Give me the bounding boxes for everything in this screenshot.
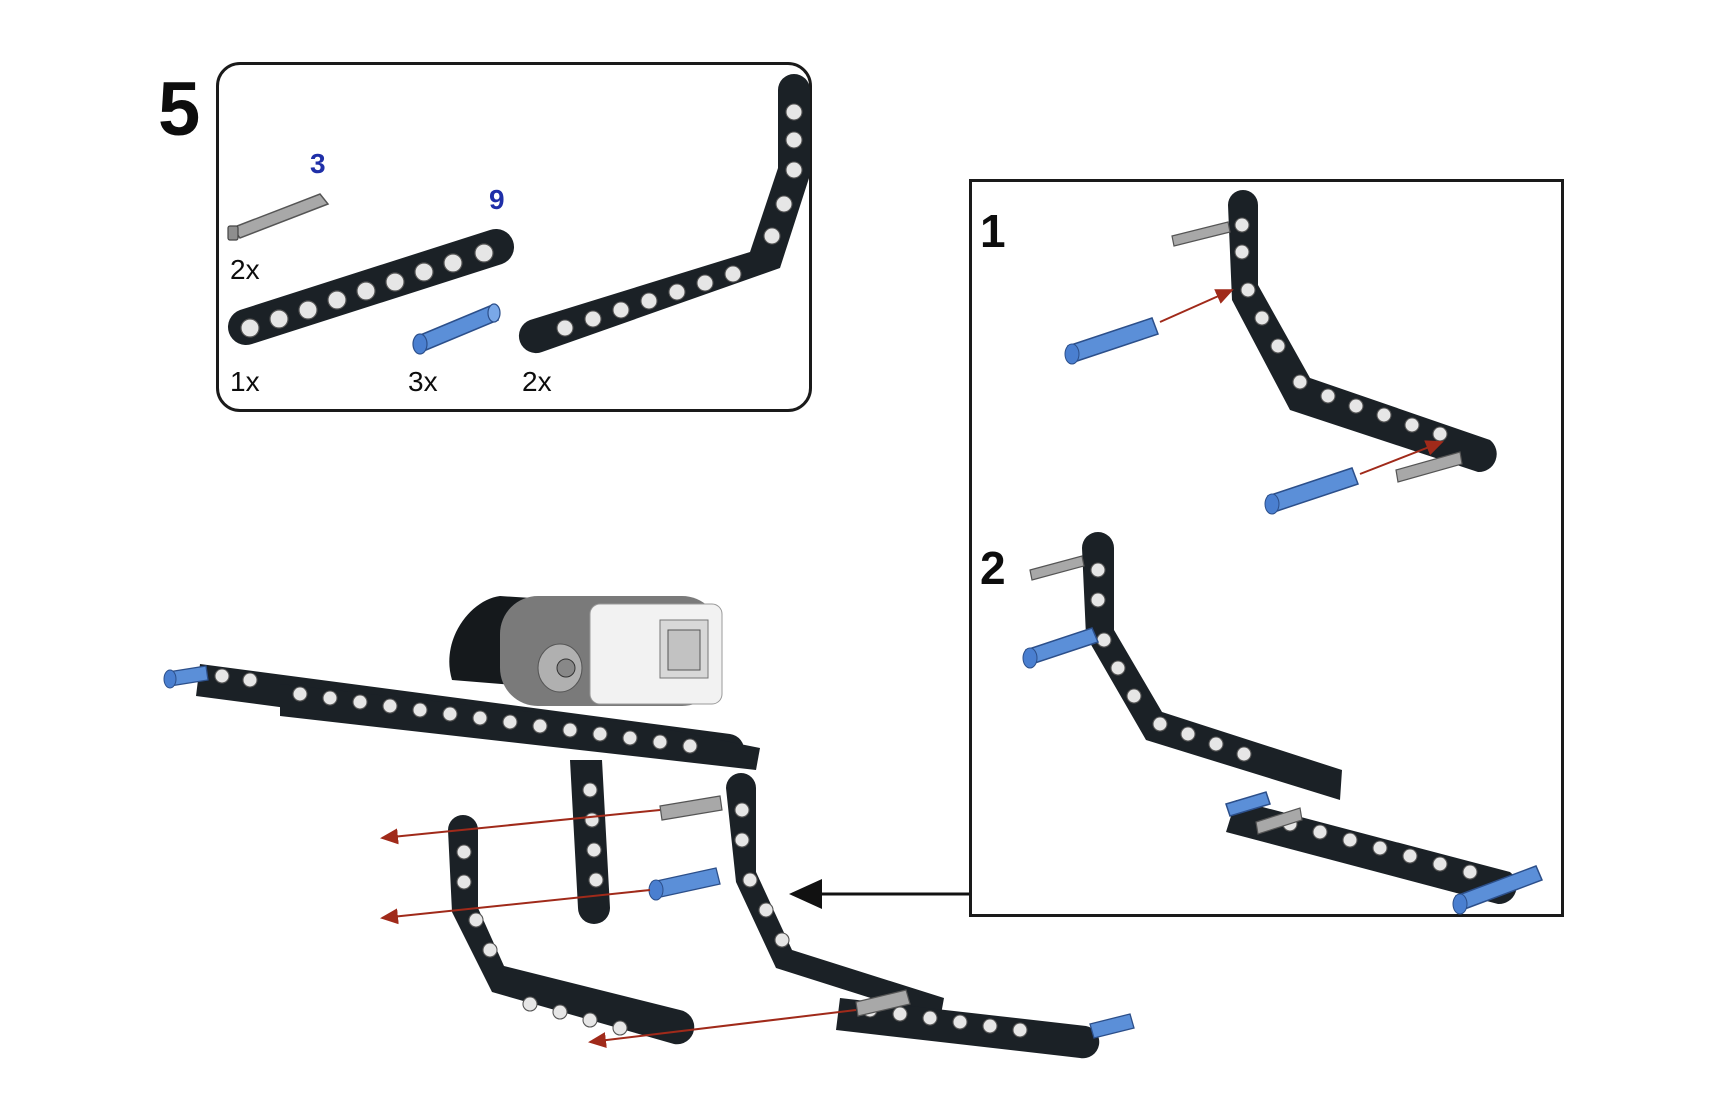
beam-size-label: 9 <box>489 184 505 215</box>
substep-callout-box <box>969 179 1564 917</box>
angled-beam-quantity: 2x <box>522 366 552 397</box>
substep-2-number: 2 <box>980 542 1006 594</box>
angled-beam-part-icon <box>518 74 810 354</box>
pin-part-icon <box>412 303 501 355</box>
substep-1-illustration <box>1064 190 1497 515</box>
beam-part-icon <box>227 228 515 346</box>
parts-list-box <box>216 62 812 412</box>
pin-quantity: 3x <box>408 366 438 397</box>
axle-size-label: 3 <box>310 148 326 179</box>
substep-2-illustration <box>1022 532 1543 915</box>
axle-quantity: 2x <box>230 254 260 285</box>
axle-part-icon <box>227 193 330 241</box>
substep-1-number: 1 <box>980 205 1006 257</box>
step-number: 5 <box>158 67 201 152</box>
main-assembly-illustration <box>163 596 1135 1059</box>
beam-quantity: 1x <box>230 366 260 397</box>
